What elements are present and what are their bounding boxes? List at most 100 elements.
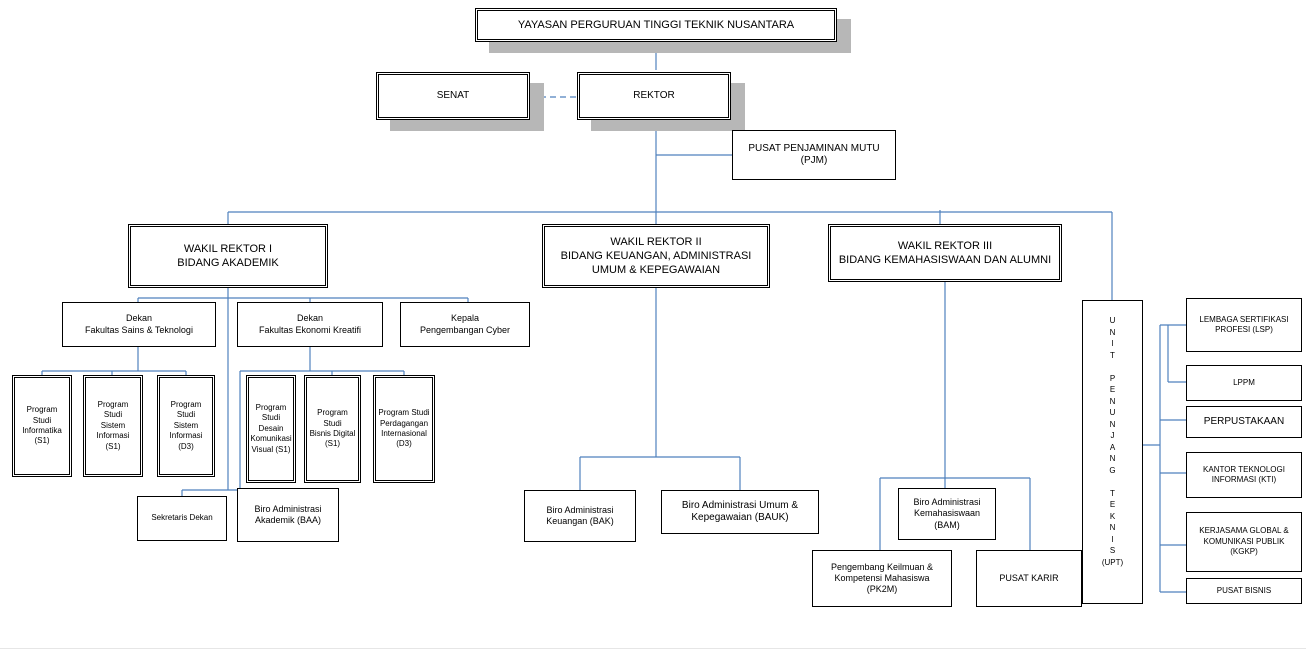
senat-label: SENAT (436, 89, 470, 101)
bam-line2: Kemahasiswaan (913, 508, 981, 519)
prodi-4-l5: Visual (S1) (251, 444, 291, 454)
baa-line2: Akademik (BAA) (254, 515, 322, 525)
kepala-cyber-line1: Kepala (450, 313, 480, 324)
box-baa: Biro Administrasi Akademik (BAA) (237, 488, 339, 542)
prodi-4-l2: Studi (261, 413, 281, 423)
box-wakil-rektor-1: WAKIL REKTOR I BIDANG AKADEMIK (128, 224, 328, 288)
upt-letter: N (1109, 327, 1116, 337)
box-dekan-fek: Dekan Fakultas Ekonomi Kreatifi (237, 302, 383, 347)
prodi-3-l5: (D3) (178, 441, 194, 451)
box-lsp: LEMBAGA SERTIFIKASI PROFESI (LSP) (1186, 298, 1302, 352)
lsp-line1: LEMBAGA SERTIFIKASI (1199, 314, 1289, 324)
box-prodi-dkv: Program Studi Desain Komunikasi Visual (… (246, 375, 296, 483)
prodi-5-l3: Bisnis Digital (309, 429, 356, 438)
prodi-1-l3: Informatika (22, 426, 62, 435)
box-dekan-fst: Dekan Fakultas Sains & Teknologi (62, 302, 216, 347)
wr1-line1: WAKIL REKTOR I (183, 242, 273, 255)
box-pusat-bisnis: PUSAT BISNIS (1186, 578, 1302, 604)
baa-line1: Biro Administrasi (254, 503, 322, 514)
box-prodi-perdagangan: Program Studi Perdagangan Internasional … (373, 375, 435, 483)
wr3-line1: WAKIL REKTOR III (897, 239, 993, 252)
sekretaris-label: Sekretaris Dekan (151, 513, 213, 523)
wr2-line3: UMUM & KEPEGAWAIAN (591, 264, 721, 277)
lppm-label: LPPM (1233, 377, 1255, 387)
box-bam: Biro Administrasi Kemahasiswaan (BAM) (898, 488, 996, 540)
prodi-4-l1: Program (255, 403, 287, 413)
kti-line2: INFORMASI (KTI) (1211, 475, 1277, 484)
upt-letter: A (1109, 442, 1116, 452)
pjm-label: PUSAT PENJAMINAN MUTU (PJM) (748, 142, 880, 167)
prodi-2-l3: Sistem (100, 420, 126, 430)
bak-line1: Biro Administrasi (546, 504, 614, 515)
box-prodi-si-d3: Program Studi Sistem Informasi (D3) (157, 375, 215, 477)
rektor-label: REKTOR (633, 89, 675, 101)
bottom-divider (0, 648, 1306, 649)
pk2m-line1: Pengembang Keilmuan & (830, 561, 934, 572)
box-perpustakaan: PERPUSTAKAAN (1186, 406, 1302, 438)
prodi-6-l3: Internasional (381, 429, 427, 438)
wr2-line1: WAKIL REKTOR II (610, 235, 702, 248)
dekan-fek-line1: Dekan (296, 313, 323, 324)
prodi-3-l4: Informasi (169, 431, 203, 441)
bisnis-label: PUSAT BISNIS (1216, 585, 1272, 595)
box-lppm: LPPM (1186, 365, 1302, 401)
box-kgkp: KERJASAMA GLOBAL & KOMUNIKASI PUBLIK (KG… (1186, 512, 1302, 572)
prodi-2-l1: Program (97, 400, 129, 410)
upt-letter: E (1109, 500, 1116, 509)
prodi-1-l2: Studi (32, 415, 52, 425)
box-senat: SENAT (376, 72, 530, 120)
kti-line1: KANTOR TEKNOLOGI (1203, 464, 1285, 474)
box-rektor: REKTOR (577, 72, 731, 120)
prodi-1-l4: (S1) (34, 436, 50, 446)
upt-letter: N (1109, 396, 1116, 406)
prodi-3-l3: Sistem (173, 420, 199, 430)
prodi-6-l2: Perdagangan (379, 418, 429, 428)
prodi-6-l4: (D3) (396, 439, 412, 449)
box-prodi-si-s1: Program Studi Sistem Informasi (S1) (83, 375, 143, 477)
upt-letter: (UPT) (1101, 557, 1124, 567)
prodi-5-l2: Studi (323, 418, 342, 428)
pk2m-line3: (PK2M) (866, 584, 898, 595)
box-pk2m: Pengembang Keilmuan & Kompetensi Mahasis… (812, 550, 952, 607)
upt-letter: N (1109, 419, 1116, 429)
yayasan-label: YAYASAN PERGURUAN TINGGI TEKNIK NUSANTAR… (517, 18, 795, 31)
upt-letter: T (1110, 488, 1115, 498)
dekan-fek-line2: Fakultas Ekonomi Kreatifi (258, 324, 362, 335)
dekan-fst-line1: Dekan (125, 313, 152, 324)
upt-letter: N (1109, 523, 1116, 532)
upt-letter: U (1109, 316, 1116, 325)
perpus-label: PERPUSTAKAAN (1203, 415, 1285, 427)
pk2m-line2: Kompetensi Mahasiswa (834, 572, 930, 583)
prodi-5-l1: Program (317, 408, 348, 418)
upt-letter: I (1111, 339, 1114, 348)
box-bauk: Biro Administrasi Umum & Kepegawaian (BA… (661, 490, 819, 534)
prodi-3-l1: Program (170, 400, 202, 410)
prodi-2-l4: Informasi (S1) (96, 431, 130, 451)
box-kepala-cyber: Kepala Pengembangan Cyber (400, 302, 530, 347)
bauk-line2: Kepegawaian (BAUK) (691, 512, 789, 523)
kgkp-line1: KERJASAMA GLOBAL & (1199, 526, 1289, 536)
box-sekretaris-dekan: Sekretaris Dekan (137, 496, 227, 541)
prodi-4-l3: Desain (258, 423, 284, 433)
upt-letter: T (1110, 350, 1115, 360)
box-wakil-rektor-2: WAKIL REKTOR II BIDANG KEUANGAN, ADMINIS… (542, 224, 770, 288)
upt-letter (1111, 476, 1113, 488)
bam-line3: (BAM) (934, 519, 960, 530)
kgkp-line3: (KGKP) (1230, 547, 1258, 557)
box-kti: KANTOR TEKNOLOGI INFORMASI (KTI) (1186, 452, 1302, 498)
wr1-line2: BIDANG AKADEMIK (177, 257, 279, 269)
prodi-5-l4: (S1) (324, 439, 341, 449)
prodi-2-l2: Studi (103, 410, 123, 420)
karir-label: PUSAT KARIR (999, 572, 1059, 583)
upt-letter: E (1109, 385, 1116, 394)
prodi-6-l1: Program Studi (378, 408, 430, 418)
kgkp-line2: KOMUNIKASI PUBLIK (1203, 536, 1285, 546)
upt-letter: I (1111, 534, 1114, 544)
bauk-line1: Biro Administrasi Umum & (681, 499, 799, 511)
prodi-4-l4: Komunikasi (250, 434, 292, 444)
wr2-line2: BIDANG KEUANGAN, ADMINISTRASI (560, 249, 752, 262)
bak-line2: Keuangan (BAK) (546, 516, 614, 526)
